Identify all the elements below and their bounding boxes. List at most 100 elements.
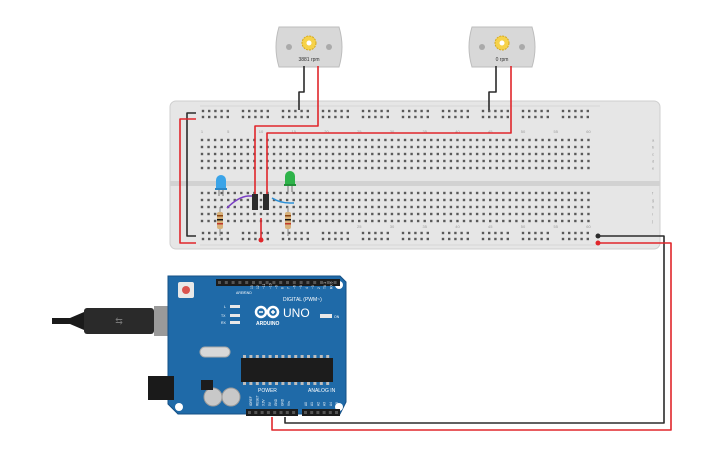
breadboard-hole[interactable] xyxy=(443,152,446,156)
rail-hole[interactable] xyxy=(426,231,429,235)
dc-motor-2[interactable]: 0 rpm xyxy=(468,26,536,68)
breadboard-hole[interactable] xyxy=(587,205,590,209)
rail-hole[interactable] xyxy=(386,231,389,235)
rail-hole[interactable] xyxy=(254,115,257,119)
breadboard-hole[interactable] xyxy=(272,166,276,170)
breadboard-hole[interactable] xyxy=(456,159,459,163)
rail-hole[interactable] xyxy=(306,115,309,119)
breadboard-hole[interactable] xyxy=(279,205,282,209)
breadboard-hole[interactable] xyxy=(521,145,525,149)
breadboard-hole[interactable] xyxy=(272,152,276,156)
rail-hole[interactable] xyxy=(408,115,411,119)
breadboard-hole[interactable] xyxy=(285,198,289,202)
breadboard-hole[interactable] xyxy=(299,219,302,223)
rail-hole[interactable] xyxy=(208,115,211,119)
breadboard-hole[interactable] xyxy=(344,212,348,216)
rail-hole[interactable] xyxy=(528,115,531,119)
rail-hole[interactable] xyxy=(226,115,229,119)
breadboard-hole[interactable] xyxy=(547,145,551,149)
breadboard-hole[interactable] xyxy=(430,191,433,195)
breadboard-hole[interactable] xyxy=(456,191,459,195)
breadboard-hole[interactable] xyxy=(515,219,518,223)
breadboard-hole[interactable] xyxy=(344,166,348,170)
breadboard-hole[interactable] xyxy=(489,145,492,149)
breadboard-hole[interactable] xyxy=(246,152,250,156)
breadboard-hole[interactable] xyxy=(416,152,420,156)
rail-hole[interactable] xyxy=(334,115,337,119)
rail-hole[interactable] xyxy=(334,237,337,241)
breadboard-hole[interactable] xyxy=(449,205,453,209)
breadboard-hole[interactable] xyxy=(528,145,531,149)
breadboard-hole[interactable] xyxy=(377,198,381,202)
breadboard-hole[interactable] xyxy=(580,205,584,209)
breadboard-hole[interactable] xyxy=(220,205,223,209)
rail-hole[interactable] xyxy=(414,237,417,241)
rail-hole[interactable] xyxy=(294,237,297,241)
breadboard-hole[interactable] xyxy=(456,198,459,202)
rail-hole[interactable] xyxy=(586,109,589,113)
breadboard-hole[interactable] xyxy=(285,138,289,142)
breadboard-hole[interactable] xyxy=(246,191,250,195)
breadboard-hole[interactable] xyxy=(430,205,433,209)
breadboard-hole[interactable] xyxy=(423,145,426,149)
rail-hole[interactable] xyxy=(340,231,343,235)
breadboard-hole[interactable] xyxy=(423,205,426,209)
breadboard-hole[interactable] xyxy=(207,145,210,149)
breadboard-hole[interactable] xyxy=(259,138,263,142)
breadboard-hole[interactable] xyxy=(240,159,243,163)
rail-hole[interactable] xyxy=(386,237,389,241)
rail-hole[interactable] xyxy=(441,231,445,235)
breadboard-hole[interactable] xyxy=(358,166,361,170)
breadboard-hole[interactable] xyxy=(410,145,413,149)
breadboard-hole[interactable] xyxy=(423,166,426,170)
breadboard-hole[interactable] xyxy=(325,212,328,216)
breadboard-hole[interactable] xyxy=(351,219,354,223)
breadboard-hole[interactable] xyxy=(384,145,387,149)
rail-hole[interactable] xyxy=(248,237,251,241)
breadboard-hole[interactable] xyxy=(285,191,289,195)
breadboard-hole[interactable] xyxy=(482,166,485,170)
breadboard-hole[interactable] xyxy=(351,191,354,195)
rail-hole[interactable] xyxy=(466,237,469,241)
breadboard-hole[interactable] xyxy=(580,212,584,216)
breadboard-hole[interactable] xyxy=(299,152,302,156)
breadboard-hole[interactable] xyxy=(246,145,250,149)
breadboard-hole[interactable] xyxy=(377,219,381,223)
breadboard-hole[interactable] xyxy=(554,138,557,142)
breadboard-hole[interactable] xyxy=(587,191,590,195)
breadboard-hole[interactable] xyxy=(489,159,492,163)
breadboard-hole[interactable] xyxy=(482,219,485,223)
breadboard-hole[interactable] xyxy=(587,166,590,170)
rail-hole[interactable] xyxy=(346,231,349,235)
breadboard-hole[interactable] xyxy=(482,138,485,142)
rail-hole[interactable] xyxy=(361,109,365,113)
rail-hole[interactable] xyxy=(420,237,423,241)
breadboard-hole[interactable] xyxy=(449,212,453,216)
breadboard-hole[interactable] xyxy=(469,145,472,149)
header-pin[interactable] xyxy=(310,411,314,414)
breadboard-hole[interactable] xyxy=(567,191,570,195)
breadboard-hole[interactable] xyxy=(338,198,341,202)
rail-hole[interactable] xyxy=(466,231,469,235)
breadboard-hole[interactable] xyxy=(397,191,400,195)
rail-hole[interactable] xyxy=(561,115,565,119)
rail-hole[interactable] xyxy=(241,237,245,241)
breadboard-hole[interactable] xyxy=(351,152,354,156)
breadboard-hole[interactable] xyxy=(233,205,236,209)
breadboard-hole[interactable] xyxy=(272,159,276,163)
breadboard-hole[interactable] xyxy=(403,138,407,142)
header-pin[interactable] xyxy=(254,411,258,414)
breadboard-hole[interactable] xyxy=(312,219,315,223)
rail-hole[interactable] xyxy=(214,237,217,241)
breadboard-hole[interactable] xyxy=(587,152,590,156)
breadboard-hole[interactable] xyxy=(423,212,426,216)
breadboard-hole[interactable] xyxy=(515,152,518,156)
breadboard-hole[interactable] xyxy=(358,191,361,195)
breadboard-hole[interactable] xyxy=(371,159,374,163)
rail-hole[interactable] xyxy=(340,109,343,113)
rail-hole[interactable] xyxy=(208,237,211,241)
breadboard-hole[interactable] xyxy=(364,138,367,142)
rail-hole[interactable] xyxy=(414,109,417,113)
header-pin[interactable] xyxy=(238,281,242,284)
breadboard-hole[interactable] xyxy=(547,152,551,156)
